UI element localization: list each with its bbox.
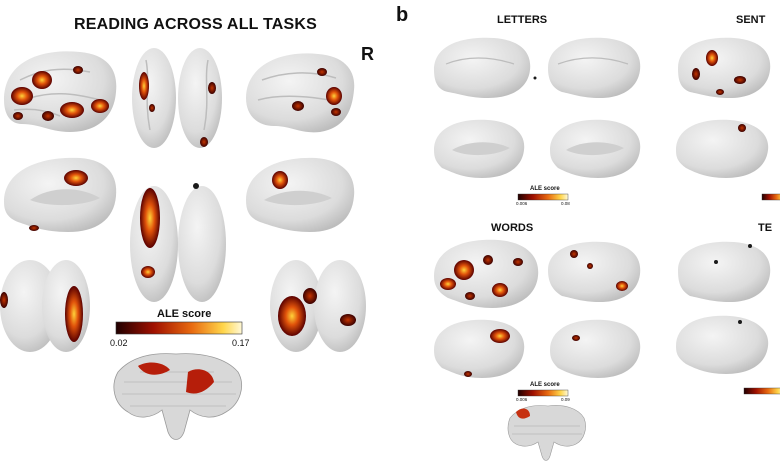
colorbar-letters-label: ALE score	[530, 186, 560, 192]
words-medial-right	[550, 319, 641, 378]
words-medial-left	[434, 319, 525, 378]
colorbar-letters	[517, 193, 569, 201]
colorbar-a-label: ALE score	[157, 308, 212, 320]
colorbar-words-max: 0.09	[561, 397, 570, 402]
panel-a-title: READING ACROSS ALL TASKS	[74, 16, 318, 33]
brain-dorsal	[132, 48, 222, 148]
brain-posterior	[270, 260, 366, 352]
words-title: WORDS	[491, 222, 534, 234]
colorbar-words	[517, 389, 569, 397]
texts-lateral-left	[678, 241, 771, 302]
letters-lateral-left	[434, 37, 537, 98]
sentences-medial-left	[676, 119, 769, 178]
colorbar-texts	[743, 387, 780, 395]
brain-ventral	[130, 183, 226, 302]
texts-title: TE	[758, 222, 773, 234]
letters-title: LETTERS	[497, 14, 548, 26]
brain-left-lateral	[4, 51, 117, 132]
texts-medial-left	[676, 315, 769, 374]
colorbar-sentences	[761, 193, 780, 201]
words-lateral-right	[548, 241, 641, 302]
colorbar-a-max: 0.17	[232, 338, 250, 348]
colorbar-words-label: ALE score	[530, 382, 560, 388]
hemisphere-r-label: R	[361, 44, 374, 64]
letters-medial-right	[550, 119, 641, 178]
colorbar-words-min: 0.006	[516, 397, 528, 402]
letters-medial-left	[434, 119, 525, 178]
brain-right-lateral	[246, 53, 355, 133]
colorbar-letters-min: 0.006	[516, 201, 528, 206]
cerebellum-flatmap-b	[507, 405, 586, 461]
colorbar-letters-max: 0.08	[561, 201, 570, 206]
brain-right-medial	[246, 157, 355, 232]
colorbar-a	[115, 321, 243, 335]
brain-left-medial	[4, 157, 117, 232]
colorbar-a-min: 0.02	[110, 338, 128, 348]
letters-lateral-right	[548, 37, 641, 98]
words-lateral-left	[434, 239, 539, 308]
sentences-title: SENT	[736, 14, 766, 26]
brain-anterior	[0, 260, 90, 352]
panel-b-letter: b	[396, 4, 409, 26]
cerebellum-flatmap-a	[113, 353, 242, 440]
sentences-lateral-left	[678, 37, 771, 98]
